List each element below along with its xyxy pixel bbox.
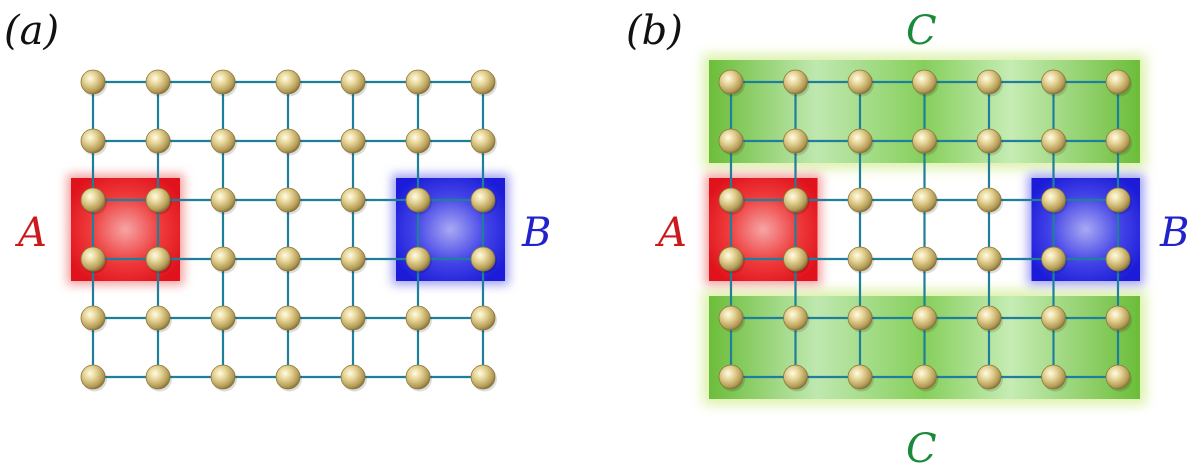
lattice-site [977,306,1001,330]
lattice-site [406,129,430,153]
lattice-site [276,306,300,330]
panel-b: (b) A B C C [626,8,1189,470]
lattice-site [211,306,235,330]
lattice-site [977,129,1001,153]
lattice-site [341,70,365,94]
lattice-site [913,188,937,212]
lattice-site [81,365,105,389]
lattice-site [81,129,105,153]
region-label-B-b: B [1159,210,1189,256]
lattice-site [276,247,300,271]
lattice-site [471,306,495,330]
lattice-site [848,306,872,330]
lattice-site [471,247,495,271]
lattice-site [1106,247,1130,271]
lattice-site [977,247,1001,271]
lattice-site [471,70,495,94]
lattice-site [146,70,170,94]
lattice-site [848,129,872,153]
lattice-site [276,70,300,94]
lattice-site [719,306,743,330]
lattice-site [848,365,872,389]
lattice-site [1042,129,1066,153]
band-label-C-bottom: C [906,426,937,470]
lattice-site [913,365,937,389]
panel-label-a: (a) [4,8,59,54]
lattice-site [211,247,235,271]
lattice-site [211,365,235,389]
lattice-site [1106,188,1130,212]
lattice-site [848,247,872,271]
lattice-site [341,129,365,153]
lattice-site [719,188,743,212]
panel-label-b: (b) [626,8,683,54]
lattice-site [341,247,365,271]
lattice-site [977,70,1001,94]
lattice-site [784,247,808,271]
lattice-site [1042,70,1066,94]
lattice-site [913,70,937,94]
lattice-site [719,70,743,94]
lattice-site [81,247,105,271]
lattice-site [784,129,808,153]
lattice-site [913,247,937,271]
lattice-site [146,365,170,389]
lattice-site [784,306,808,330]
lattice-site [341,306,365,330]
region-label-A-b: A [654,210,687,256]
lattice-site [406,306,430,330]
lattice-site [406,188,430,212]
lattice-site [719,247,743,271]
region-label-B-a: B [521,210,551,256]
lattice-site [406,247,430,271]
lattice-site [276,188,300,212]
lattice-site [211,70,235,94]
lattice-site [1106,129,1130,153]
band-label-C-top: C [906,8,937,54]
lattice-site [341,188,365,212]
lattice-site [1042,247,1066,271]
lattice-site [146,129,170,153]
lattice-site [406,365,430,389]
lattice-site [81,306,105,330]
lattice-site [784,188,808,212]
lattice-site [211,129,235,153]
lattice-site [276,365,300,389]
lattice-site [471,188,495,212]
lattice-site [719,365,743,389]
lattice-site [146,306,170,330]
lattice-site [1042,306,1066,330]
lattice-site [276,129,300,153]
lattice-site [977,188,1001,212]
lattice-site [211,188,235,212]
lattice-site [977,365,1001,389]
lattice-site [146,247,170,271]
lattice-site [1042,365,1066,389]
lattice-site [471,129,495,153]
lattice-site [1106,70,1130,94]
panel-a: (a) A B [4,8,551,392]
lattice-site [848,70,872,94]
lattice-site [471,365,495,389]
lattice-site [913,129,937,153]
lattice-site [146,188,170,212]
lattice-site [913,306,937,330]
lattice-site [1106,365,1130,389]
region-label-A-a: A [14,210,47,256]
lattice-site [1042,188,1066,212]
lattice-site [1106,306,1130,330]
lattice-site [406,70,430,94]
lattice-site [719,129,743,153]
lattice-site [848,188,872,212]
lattice-site [81,188,105,212]
lattice-site [341,365,365,389]
lattice-site [784,365,808,389]
lattice-site [81,70,105,94]
lattice-site [784,70,808,94]
